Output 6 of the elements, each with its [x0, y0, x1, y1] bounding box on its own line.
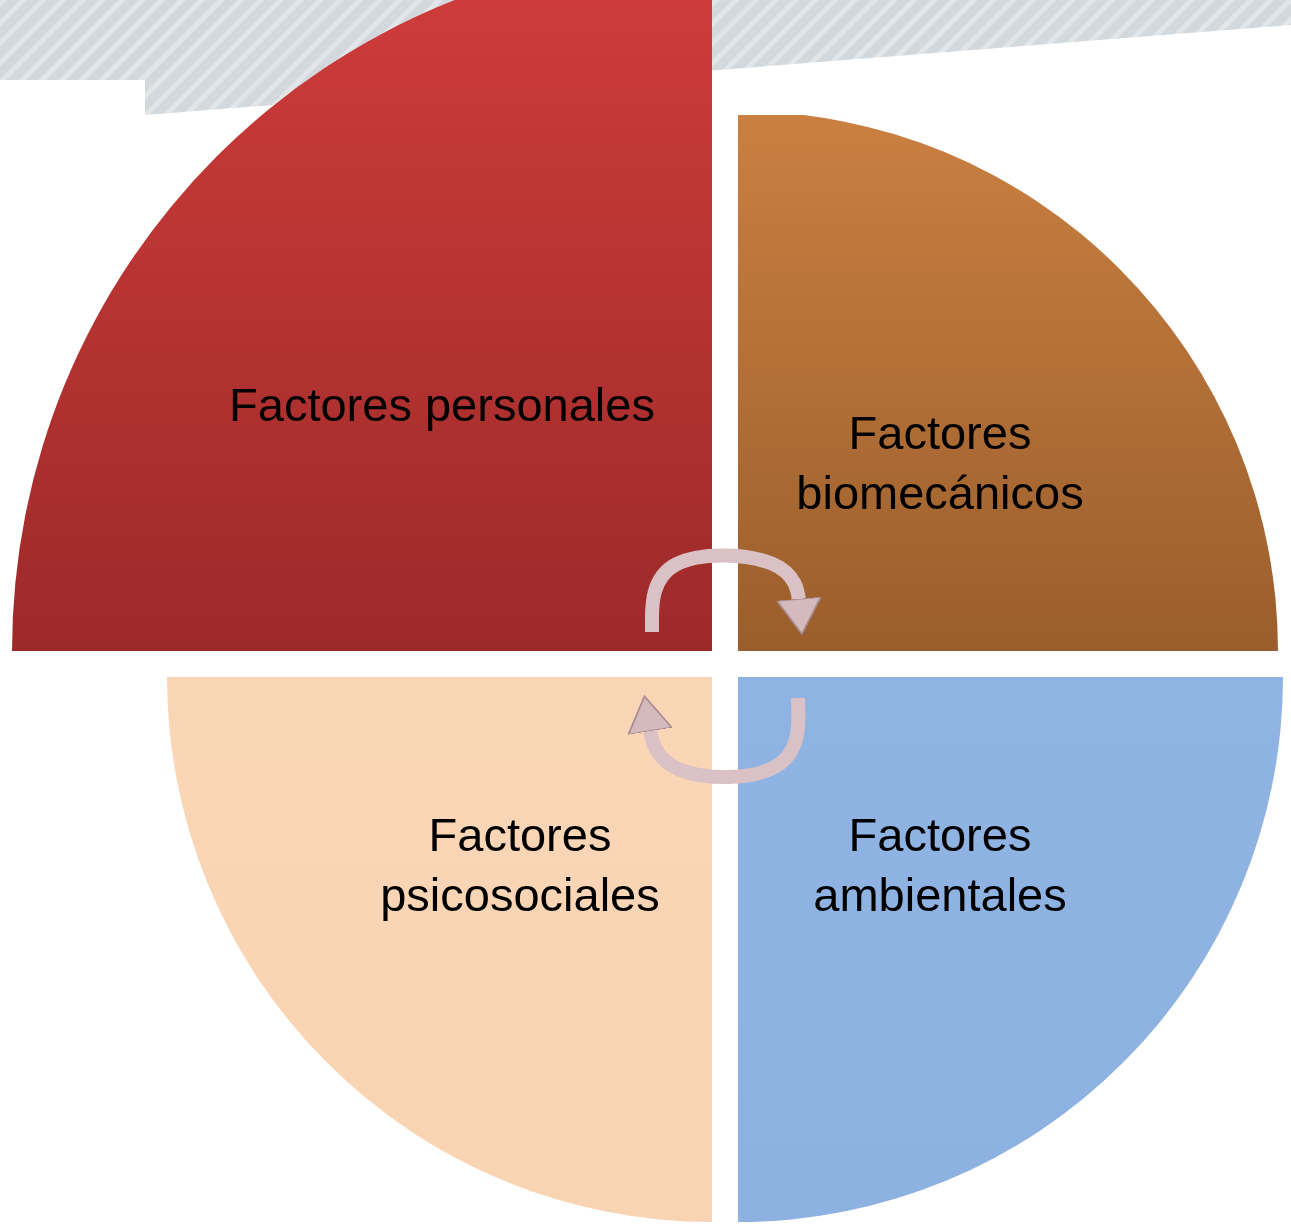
curved-arrow [627, 695, 806, 784]
segment-label: Factores personales [228, 377, 656, 433]
curved-arrow [645, 548, 822, 635]
segment-label: Factores biomecánicos [795, 405, 1085, 521]
segment-label: Factores ambientales [812, 807, 1068, 923]
segment-label: Factores psicosociales [379, 807, 661, 923]
